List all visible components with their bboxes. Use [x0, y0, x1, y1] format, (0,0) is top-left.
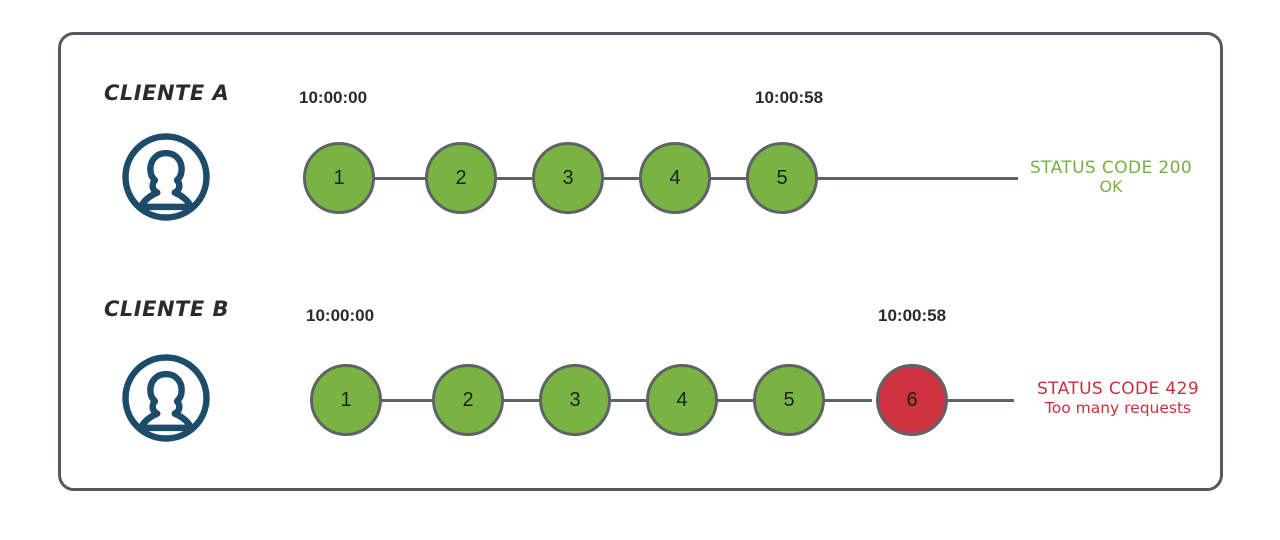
row-b-request-node-2[interactable]: 2	[432, 364, 504, 436]
node-number: 4	[669, 166, 681, 189]
client-a-label: CLIENTE A	[104, 81, 230, 105]
row-b-link-3-4	[595, 399, 648, 402]
row-a-status-badge: STATUS CODE 200 OK	[1025, 158, 1197, 197]
row-a-request-node-4[interactable]: 4	[639, 142, 711, 214]
row-a-request-node-1[interactable]: 1	[303, 142, 375, 214]
row-b-start-timestamp: 10:00:00	[306, 306, 375, 325]
row-b-link-tail	[946, 399, 1014, 402]
node-number: 2	[462, 388, 474, 411]
row-a-status-text: OK	[1099, 177, 1123, 197]
user-avatar-icon	[120, 131, 212, 223]
row-a-request-node-2[interactable]: 2	[425, 142, 497, 214]
row-a-start-timestamp: 10:00:00	[299, 88, 368, 107]
row-a-link-4-5	[695, 177, 749, 180]
user-avatar-icon	[120, 352, 212, 444]
node-number: 6	[906, 388, 918, 411]
row-b-request-node-1[interactable]: 1	[310, 364, 382, 436]
row-b-link-2-3	[488, 399, 541, 402]
node-number: 4	[676, 388, 688, 411]
row-b-link-1-2	[381, 399, 434, 402]
row-a-link-tail	[802, 177, 1018, 180]
diagram-frame	[58, 32, 1223, 491]
node-number: 1	[340, 388, 352, 411]
row-b-request-node-4[interactable]: 4	[646, 364, 718, 436]
row-b-request-node-5[interactable]: 5	[753, 364, 825, 436]
row-b-link-4-5	[702, 399, 755, 402]
row-a-link-2-3	[481, 177, 535, 180]
node-number: 2	[455, 166, 467, 189]
node-number: 3	[562, 166, 574, 189]
row-b-status-badge: STATUS CODE 429 Too many requests	[1018, 379, 1218, 417]
client-b-label: CLIENTE B	[104, 297, 230, 321]
node-number: 3	[569, 388, 581, 411]
row-a-link-3-4	[588, 177, 642, 180]
row-a-link-1-2	[374, 177, 428, 180]
row-b-status-code: STATUS CODE 429	[1036, 379, 1200, 399]
row-b-request-node-6[interactable]: 6	[876, 364, 948, 436]
row-a-end-timestamp: 10:00:58	[755, 88, 824, 107]
node-number: 1	[333, 166, 345, 189]
row-a-status-code: STATUS CODE 200	[1029, 158, 1193, 178]
row-a-request-node-3[interactable]: 3	[532, 142, 604, 214]
row-a-request-node-5[interactable]: 5	[746, 142, 818, 214]
row-b-link-5-6	[809, 399, 872, 402]
row-b-end-timestamp: 10:00:58	[878, 306, 947, 325]
node-number: 5	[783, 388, 795, 411]
row-b-status-text: Too many requests	[1044, 399, 1192, 418]
node-number: 5	[776, 166, 788, 189]
row-b-request-node-3[interactable]: 3	[539, 364, 611, 436]
